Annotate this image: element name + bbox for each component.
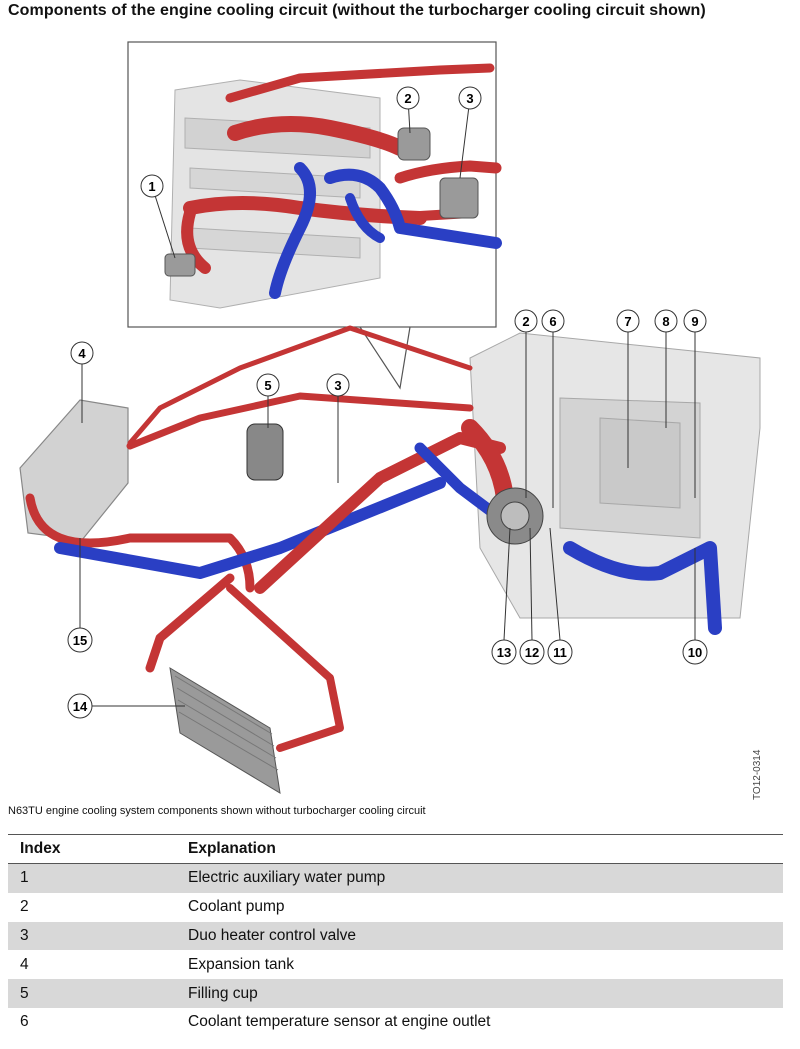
callout-12: 12 [519,639,545,665]
callout-label: 7 [624,314,631,329]
engine-block-background [469,332,761,619]
callout-label: 2 [404,91,411,106]
column-header-index: Index [8,834,176,864]
callout-6: 6 [541,309,565,333]
row-index: 2 [20,898,29,916]
table-row: 3 Duo heater control valve [8,921,783,951]
figure-caption: N63TU engine cooling system components s… [8,805,426,817]
callout-8: 8 [654,309,678,333]
row-explanation: Filling cup [176,979,783,1008]
row-index: 4 [20,955,29,973]
callout-1: 1 [140,174,164,198]
inset-heater-valve [439,177,479,219]
callout-label: 10 [688,645,702,660]
callout-15: 15 [67,627,93,653]
inset-components [164,127,479,277]
expansion-tank [19,399,129,541]
callout-label: 3 [466,91,473,106]
callout-label: 12 [525,645,539,660]
table-row: 1 Electric auxiliary water pump [8,863,783,893]
callout-9: 9 [683,309,707,333]
leader-lines [79,97,696,707]
callout-label: 4 [78,346,86,361]
callout-14: 14 [67,693,93,719]
row-explanation: Expansion tank [188,955,294,973]
column-header-explanation: Explanation [176,834,783,864]
callout-2-inset: 2 [396,86,420,110]
row-explanation: Coolant pump [188,898,285,916]
radiator [169,667,281,794]
callout-label: 3 [334,378,341,393]
callout-label: 1 [148,179,155,194]
callout-7: 7 [616,309,640,333]
callout-3-inset: 3 [458,86,482,110]
inset-aux-pump [164,253,196,277]
coolant-pump-hub [500,501,530,531]
callout-label: 5 [264,378,271,393]
callout-13: 13 [491,639,517,665]
cooling-circuit-diagram: 1 2 3 4 5 3 2 6 7 8 9 10 11 12 13 14 15 [19,41,761,794]
row-index: 6 [20,1013,29,1031]
row-explanation: Electric auxiliary water pump [176,863,783,893]
callout-label: 8 [662,314,669,329]
callout-label: 15 [73,633,87,648]
table-row: 6 Coolant temperature sensor at engine o… [8,1008,783,1037]
callout-11: 11 [547,639,573,665]
page-title: Components of the engine cooling circuit… [8,2,706,19]
table-row: 4 Expansion tank [8,950,783,979]
callout-10: 10 [682,639,708,665]
table-header-row: Index Explanation [8,834,783,864]
table-row: 5 Filling cup [8,979,783,1008]
row-index: 5 [8,979,176,1008]
inset-coolant-pump [397,127,431,161]
row-explanation: Coolant temperature sensor at engine out… [188,1013,491,1031]
component-legend-table: Index Explanation 1 Electric auxiliary w… [8,834,783,1037]
callout-label: 2 [522,314,529,329]
figure-code: TO12-0314 [752,749,763,800]
row-explanation: Duo heater control valve [176,921,783,951]
filling-cup [246,423,284,481]
callout-label: 9 [691,314,698,329]
callout-label: 6 [549,314,556,329]
callout-label: 11 [553,645,567,660]
callout-5: 5 [256,373,280,397]
row-index: 3 [8,921,176,951]
callout-label: 13 [497,645,511,660]
row-index: 1 [8,863,176,893]
callout-label: 14 [73,699,88,714]
table-row: 2 Coolant pump [8,893,783,922]
main-hoses [25,325,722,752]
callout-3: 3 [326,373,350,397]
callout-4: 4 [70,341,94,365]
callouts: 1 2 3 4 5 3 2 6 7 8 9 10 11 12 13 14 15 [67,86,708,719]
callout-2: 2 [514,309,538,333]
